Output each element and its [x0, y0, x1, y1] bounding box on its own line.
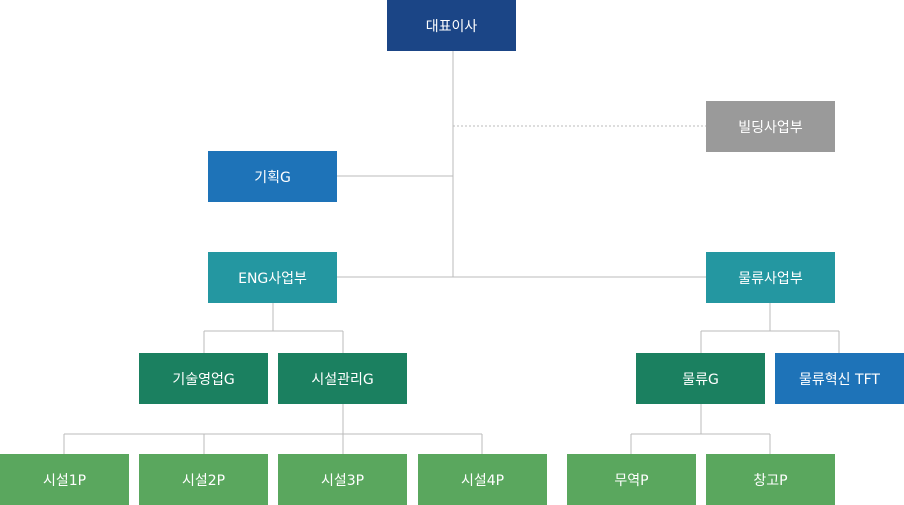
trade-part-box: 무역P [567, 454, 696, 505]
facility-part-1-box: 시설1P [0, 454, 129, 505]
logistics-division-box: 물류사업부 [706, 252, 835, 303]
warehouse-part-box: 창고P [706, 454, 835, 505]
logistics-group-box: 물류G [636, 353, 765, 404]
facility-mgmt-group-box: 시설관리G [278, 353, 407, 404]
tech-sales-group-box: 기술영업G [139, 353, 268, 404]
facility-part-4-box: 시설4P [418, 454, 547, 505]
facility-part-2-box: 시설2P [139, 454, 268, 505]
planning-group-box: 기획G [208, 151, 337, 202]
facility-part-3-box: 시설3P [278, 454, 407, 505]
logistics-innovation-tft-box: 물류혁신 TFT [775, 353, 904, 404]
eng-division-box: ENG사업부 [208, 252, 337, 303]
ceo-box: 대표이사 [387, 0, 516, 51]
building-division-box: 빌딩사업부 [706, 101, 835, 152]
